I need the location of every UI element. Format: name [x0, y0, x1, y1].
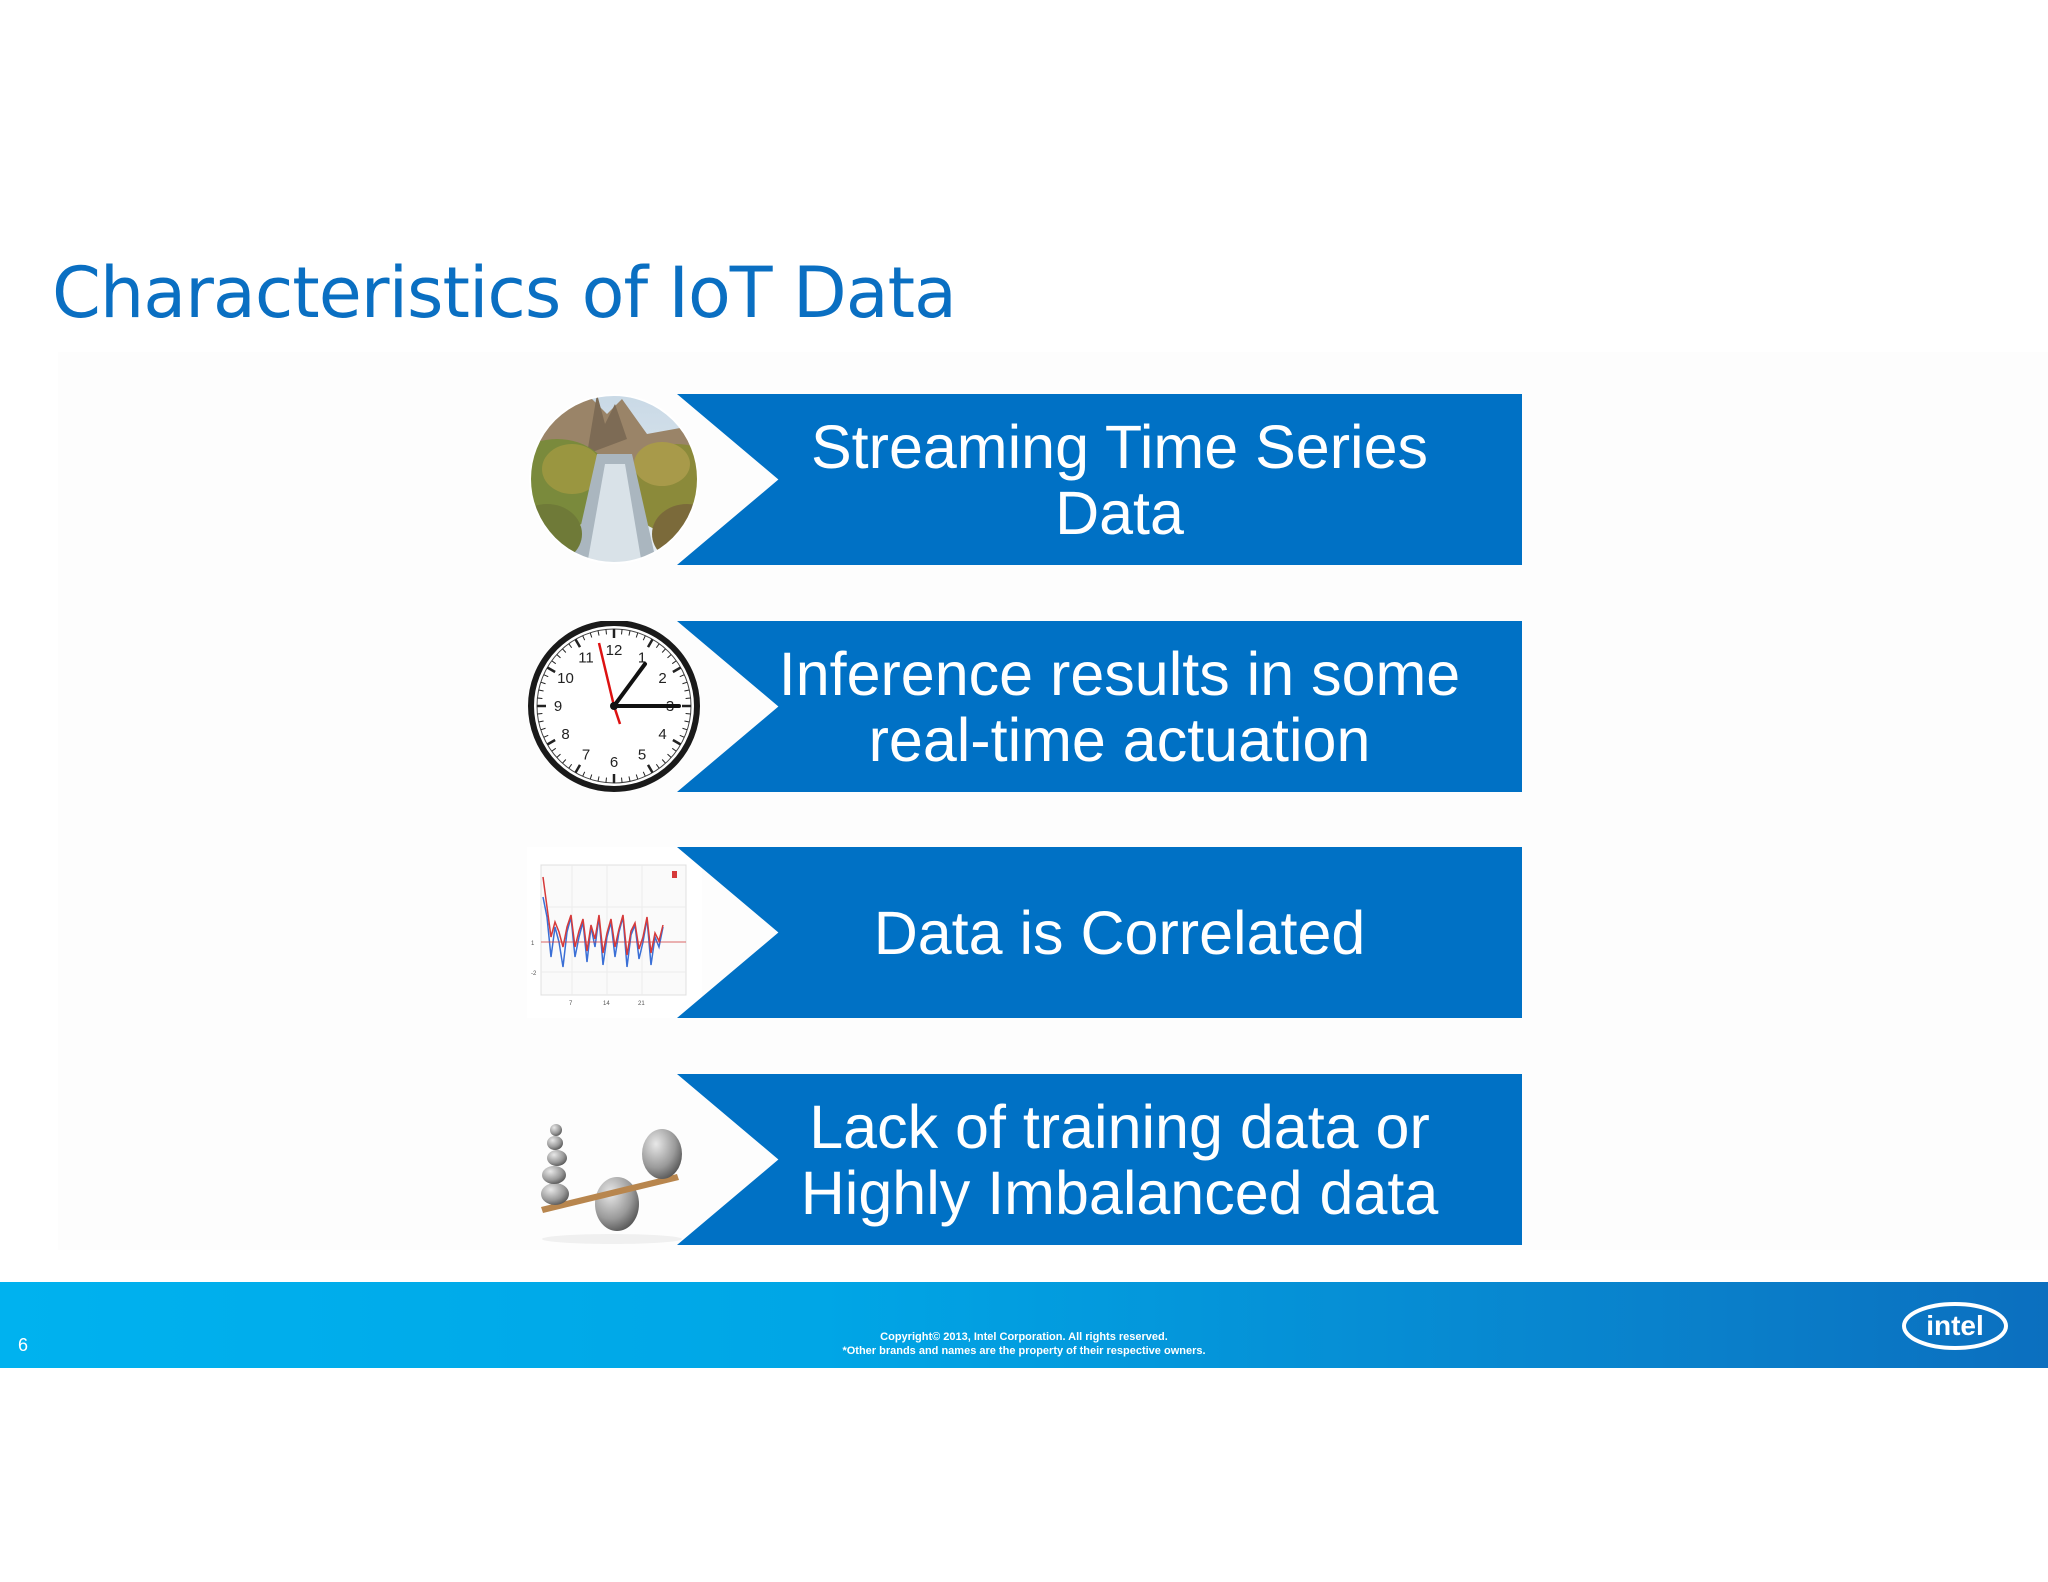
item-text: Data is Correlated	[873, 898, 1366, 967]
banner	[677, 1074, 1522, 1245]
clock-tick	[679, 734, 685, 738]
item-imbalanced: Lack of training data or Highly Imbalanc…	[527, 1074, 1522, 1245]
clock-tick	[646, 638, 654, 648]
clock-tick	[574, 764, 582, 774]
clock-tick	[597, 630, 600, 636]
banner	[677, 621, 1522, 792]
clock-tick	[628, 776, 631, 782]
banner	[677, 847, 1522, 1018]
clock-tick	[546, 738, 556, 746]
intel-logo: intel	[1900, 1297, 2010, 1358]
clock-tick	[682, 727, 688, 731]
clock-tick	[543, 734, 549, 738]
clock-numeral: 4	[658, 726, 666, 743]
clock-tick	[635, 774, 639, 780]
clock-numeral: 8	[561, 726, 569, 743]
clock-tick	[540, 681, 546, 685]
svg-text:14: 14	[603, 1001, 610, 1007]
clock-tick	[667, 753, 672, 758]
clock-numeral: 11	[578, 650, 594, 667]
clock-tick	[635, 632, 639, 638]
river-photo-icon	[527, 394, 702, 565]
clock-tick	[628, 630, 631, 636]
clock-tick	[685, 713, 691, 715]
clock-tick	[646, 764, 654, 774]
clock-tick	[667, 654, 672, 659]
svg-text:1: 1	[531, 941, 535, 947]
clock-tick	[605, 629, 607, 635]
clock-tick	[562, 759, 567, 764]
clock-tick	[551, 660, 557, 665]
page-number: 6	[18, 1335, 29, 1355]
clock-numeral: 10	[557, 670, 574, 687]
clock-icon: 121234567891011	[527, 621, 702, 792]
clock-tick	[661, 759, 666, 764]
clock-tick	[672, 738, 682, 746]
logo-text: intel	[1926, 1310, 1984, 1341]
clock-tick	[597, 776, 600, 782]
clock-tick	[574, 638, 582, 648]
svg-text:-2: -2	[531, 971, 537, 977]
clock-tick	[605, 777, 607, 783]
clock-tick	[679, 674, 685, 678]
clock-tick	[556, 654, 561, 659]
clock-tick	[562, 648, 567, 653]
clock-numeral: 1	[638, 650, 646, 667]
clock-tick	[582, 771, 586, 777]
item-text: Streaming Time Series Data	[811, 412, 1428, 547]
item-inference: 121234567891011 Inference results in som…	[527, 621, 1522, 792]
item-text: Inference results in some real-time actu…	[778, 639, 1461, 774]
clock-tick	[685, 697, 691, 699]
clock-tick	[540, 727, 546, 731]
banner	[677, 394, 1522, 565]
clock-tick	[589, 632, 593, 638]
clock-tick	[655, 763, 660, 769]
line-chart-icon: 1 -2 7 14 21	[527, 847, 702, 1018]
clock-tick	[671, 747, 677, 752]
clock-tick	[672, 666, 682, 674]
clock-numeral: 12	[606, 642, 623, 659]
clock-numeral: 2	[658, 670, 666, 687]
clock-tick	[684, 689, 690, 692]
clock-tick	[589, 774, 593, 780]
item-streaming: Streaming Time Series Data	[527, 394, 1522, 565]
footer-bar	[0, 1282, 2048, 1368]
clock-tick	[543, 674, 549, 678]
clock-numeral: 6	[610, 754, 618, 771]
clock-tick	[682, 681, 688, 685]
copyright-line: Copyright© 2013, Intel Corporation. All …	[880, 1331, 1168, 1343]
clock-tick	[642, 771, 646, 777]
svg-text:7: 7	[569, 1001, 573, 1007]
clock-tick	[556, 753, 561, 758]
clock-tick	[537, 713, 543, 715]
clock-tick	[642, 635, 646, 641]
clock-tick	[546, 666, 556, 674]
clock-tick	[655, 643, 660, 649]
clock-tick	[684, 720, 690, 723]
clock-tick	[568, 763, 573, 769]
clock-tick	[538, 720, 544, 723]
clock-numeral: 7	[582, 746, 590, 763]
clock-tick	[537, 697, 543, 699]
item-text: Lack of training data or Highly Imbalanc…	[800, 1092, 1439, 1227]
clock-tick	[551, 747, 557, 752]
clock-tick	[621, 629, 623, 635]
clock-numeral: 9	[554, 698, 562, 715]
balance-stones-icon	[527, 1074, 702, 1245]
svg-text:21: 21	[638, 1001, 645, 1007]
clock-numeral: 5	[638, 746, 646, 763]
copyright-notice: Copyright© 2013, Intel Corporation. All …	[724, 1330, 1324, 1358]
clock-tick	[671, 660, 677, 665]
clock-tick	[621, 777, 623, 783]
slide-title: Characteristics of IoT Data	[52, 252, 957, 334]
clock-tick	[568, 643, 573, 649]
item-correlated: 1 -2 7 14 21 Data is Correlated	[527, 847, 1522, 1018]
clock-tick	[661, 648, 666, 653]
clock-tick	[582, 635, 586, 641]
trademark-line: *Other brands and names are the property…	[842, 1345, 1206, 1357]
clock-tick	[538, 689, 544, 692]
